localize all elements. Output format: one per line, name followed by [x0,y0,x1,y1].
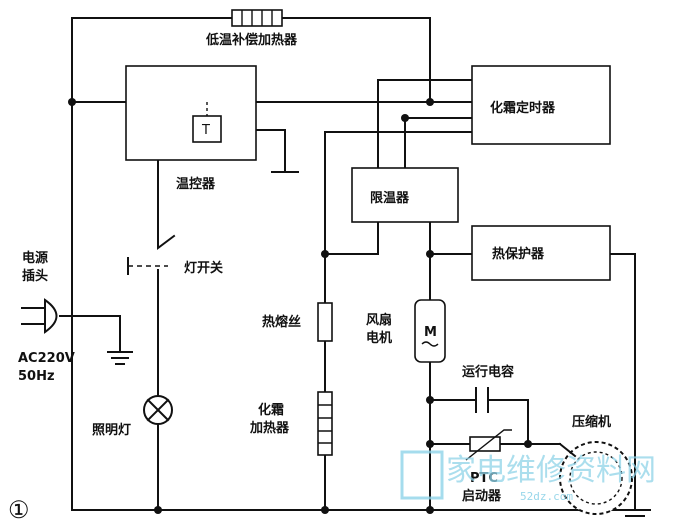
thermostat-label: 温控器 [176,176,216,192]
watermark-text: 家电维修资料网 [446,453,656,488]
defrost-timer: 化霜定时器 [471,65,611,145]
ptc-starter: PTC 启动器 [462,429,512,504]
ptc-label-1: PTC [470,471,498,486]
defrost-timer-label: 化霜定时器 [490,100,556,116]
watermark-url: 52dz.com [520,490,573,503]
ptc-label-2: 启动器 [462,488,502,504]
fan-motor: M 风扇 电机 [366,299,446,363]
power-plug: 电源 插头 AC220V 50Hz [18,250,75,384]
defrost-heater: 化霜 加热器 [249,391,333,456]
power-plug-label-1: 电源 [22,250,48,266]
run-capacitor-label: 运行电容 [462,364,514,380]
defrost-heater-label-2: 加热器 [249,420,290,436]
run-capacitor: 运行电容 [462,364,514,413]
power-plug-label-2: 插头 [22,268,48,284]
thermal-fuse-label: 热熔丝 [262,314,301,330]
watermark: 家电维修资料网 52dz.com [400,450,656,503]
thermal-fuse: 热熔丝 [262,302,333,342]
frequency-label: 50Hz [18,369,55,384]
lighting-lamp-label: 照明灯 [92,422,131,438]
fan-motor-symbol: M [424,325,437,340]
defrost-heater-label-1: 化霜 [258,402,284,418]
compressor: 压缩机 [558,414,633,515]
thermostat: T 温控器 [125,65,257,192]
temp-limiter: 限温器 [351,167,459,223]
figure-number: ① [8,496,30,524]
fan-motor-label-2: 电机 [366,330,392,346]
lamp-switch-label: 灯开关 [184,260,223,276]
low-temp-heater: 低温补偿加热器 [205,9,298,48]
low-temp-heater-label: 低温补偿加热器 [205,32,298,48]
thermostat-t-symbol: T [201,123,210,138]
thermal-protector: 热保护器 [471,225,611,281]
compressor-label: 压缩机 [572,414,611,430]
thermal-protector-label: 热保护器 [492,246,545,262]
lighting-lamp: 照明灯 [92,395,173,438]
wires [21,17,651,517]
voltage-label: AC220V [18,351,75,366]
temp-limiter-label: 限温器 [370,191,410,206]
fan-motor-label-1: 风扇 [366,312,392,328]
